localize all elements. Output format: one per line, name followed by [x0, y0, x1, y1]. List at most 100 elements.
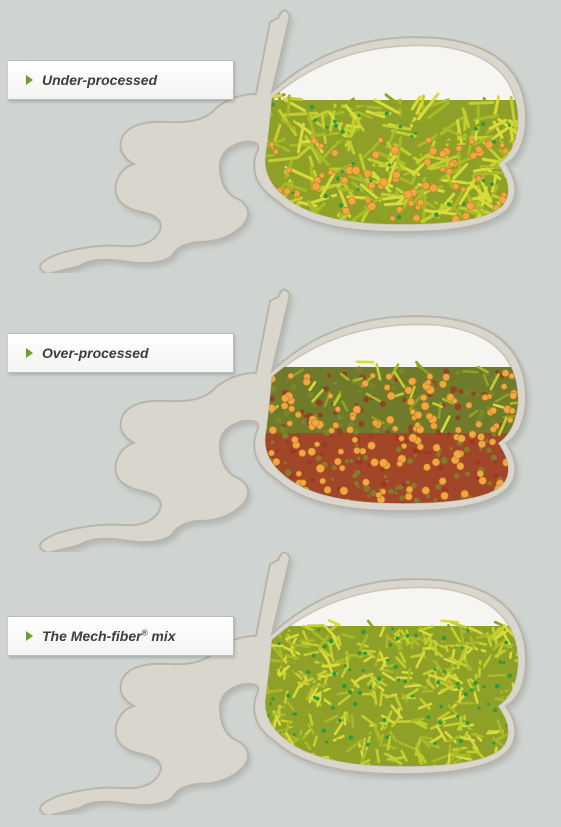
green-dot	[385, 735, 389, 739]
starch-particle	[499, 143, 504, 148]
green-dot	[520, 718, 525, 723]
fiber-strand	[322, 109, 345, 110]
texture-speck	[384, 475, 387, 478]
texture-speck	[385, 430, 389, 434]
texture-speck	[456, 415, 461, 420]
texture-speck	[382, 425, 387, 430]
green-dot	[385, 111, 389, 115]
panel-mech-fiber-mix: The Mech-fiber® mix	[8, 546, 553, 815]
texture-speck	[287, 504, 294, 511]
texture-speck	[455, 404, 462, 411]
texture-speck	[332, 465, 337, 470]
starch-particle	[510, 392, 517, 399]
starch-particle	[427, 373, 433, 379]
fiber-strand	[276, 762, 279, 778]
green-dot	[329, 639, 334, 644]
starch-particle	[452, 398, 457, 403]
green-dot	[433, 668, 436, 671]
texture-speck	[523, 478, 527, 482]
texture-speck	[354, 481, 359, 486]
green-dot	[459, 739, 464, 744]
texture-speck	[518, 486, 523, 491]
fiber-strand	[520, 742, 525, 756]
green-dot	[317, 628, 320, 631]
texture-speck	[358, 421, 364, 427]
texture-speck	[323, 386, 329, 392]
fiber-strand	[525, 131, 553, 136]
green-dot	[266, 201, 270, 205]
fiber-strand	[504, 690, 505, 699]
starch-particle	[461, 490, 469, 498]
arrow-right-icon	[26, 631, 33, 641]
starch-particle	[264, 494, 269, 499]
starch-particle	[393, 171, 401, 179]
starch-particle	[482, 394, 488, 400]
green-dot	[334, 123, 339, 128]
green-dot	[325, 740, 328, 743]
fiber-strand	[518, 712, 526, 719]
green-dot	[438, 721, 442, 725]
fiber-strand	[331, 138, 354, 139]
texture-speck	[308, 392, 314, 398]
green-dot	[405, 634, 409, 638]
starch-particle	[316, 464, 324, 472]
texture-speck	[450, 386, 457, 393]
fiber-strand	[293, 645, 309, 647]
fiber-strand	[450, 745, 451, 753]
green-dot	[391, 628, 394, 631]
green-dot	[357, 114, 360, 117]
fiber-strand	[524, 711, 527, 719]
starch-particle	[424, 159, 431, 166]
fiber-strand	[291, 145, 313, 146]
panel-label: Over-processed	[42, 345, 149, 361]
starch-particle	[299, 450, 306, 457]
starch-particle	[386, 373, 392, 379]
starch-particle	[422, 182, 429, 189]
green-dot	[277, 642, 280, 645]
starch-particle	[328, 169, 334, 175]
texture-speck	[523, 479, 528, 484]
texture-speck	[363, 397, 369, 403]
starch-particle	[501, 384, 507, 390]
texture-speck	[493, 460, 496, 463]
texture-speck	[447, 432, 451, 436]
green-dot	[366, 743, 370, 747]
texture-speck	[464, 390, 469, 395]
starch-particle	[518, 486, 523, 491]
texture-speck	[356, 366, 361, 371]
starch-particle	[347, 426, 354, 433]
panel-label: The Mech-fiber® mix	[42, 628, 176, 644]
panel-over-processed: Over-processed	[8, 283, 553, 552]
starch-particle	[441, 492, 449, 500]
starch-particle	[404, 190, 412, 198]
fiber-strand	[256, 213, 270, 239]
starch-particle	[390, 216, 395, 221]
fiber-strand	[463, 371, 477, 372]
green-dot	[498, 660, 502, 664]
starch-particle	[429, 147, 437, 155]
green-dot	[356, 188, 359, 191]
starch-particle	[314, 442, 319, 447]
green-dot	[382, 718, 386, 722]
starch-particle	[269, 426, 276, 433]
starch-particle	[380, 178, 388, 186]
texture-speck	[271, 386, 276, 391]
fiber-strand	[263, 765, 269, 777]
green-dot	[443, 670, 446, 673]
green-dot	[342, 684, 347, 689]
green-dot	[321, 728, 325, 732]
fiber-strand	[269, 768, 275, 777]
green-dot	[492, 742, 495, 745]
texture-speck	[453, 487, 456, 490]
texture-speck	[519, 478, 523, 482]
fiber-strand	[363, 739, 365, 750]
texture-speck	[318, 413, 323, 418]
green-dot	[386, 659, 389, 662]
fiber-strand	[470, 102, 493, 103]
starch-particle	[423, 464, 430, 471]
fiber-strand	[347, 655, 357, 656]
starch-particle	[502, 370, 509, 377]
green-dot	[266, 216, 269, 219]
texture-speck	[291, 384, 297, 390]
starch-particle	[311, 138, 317, 144]
